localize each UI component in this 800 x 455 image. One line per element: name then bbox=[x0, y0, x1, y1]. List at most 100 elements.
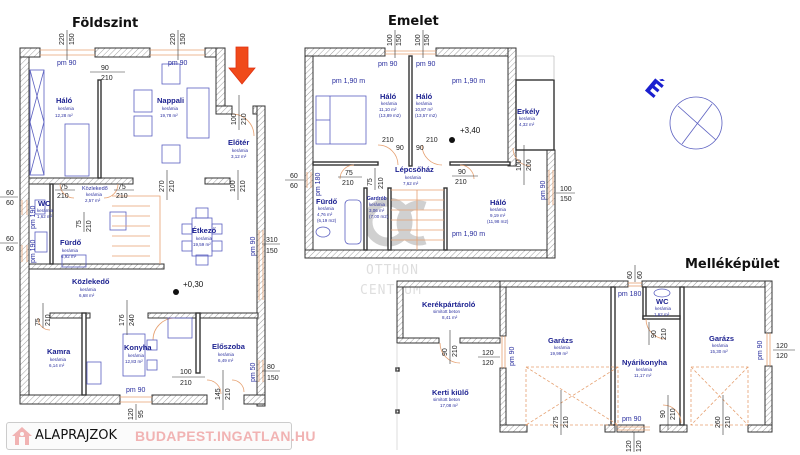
annex-room-kerti-kiulo: Kerti kiülő simított beton 17,08 m² bbox=[432, 388, 469, 408]
svg-text:kerámia: kerámia bbox=[50, 357, 67, 362]
svg-text:Konyha: Konyha bbox=[124, 343, 152, 352]
dim: 150 bbox=[424, 34, 431, 46]
dim: 200 bbox=[526, 159, 533, 171]
dim: pm 90 bbox=[168, 60, 188, 67]
dim: 100 bbox=[415, 34, 422, 46]
svg-text:simított beton: simított beton bbox=[433, 397, 461, 402]
annex-dimensions: 90 210 120 120 pm 90 275 210 60 60 pm 18… bbox=[442, 265, 795, 452]
svg-text:3,06 m²: 3,06 m² bbox=[369, 208, 385, 213]
upper-room-lepcsohaz: Lépcsőház kerámia 7,62 m² bbox=[395, 165, 434, 186]
upper-room-halo-1: Háló kerámia 11,10 m² (13,89 m2) bbox=[379, 92, 401, 118]
dim: 120 bbox=[776, 353, 788, 360]
svg-text:19,59 m²: 19,59 m² bbox=[193, 242, 211, 247]
dim: 90 bbox=[458, 169, 466, 176]
dim: 95 bbox=[138, 410, 145, 418]
svg-text:WC: WC bbox=[38, 199, 51, 208]
svg-text:kerámia: kerámia bbox=[655, 306, 672, 311]
dim: 210 bbox=[240, 180, 247, 192]
house-logo-icon bbox=[12, 427, 32, 445]
dim: 100 bbox=[516, 159, 523, 171]
ground-elevation-marker: +0,30 bbox=[173, 280, 204, 295]
dim: 120 bbox=[626, 440, 633, 452]
dim: 100 bbox=[387, 34, 394, 46]
dim: 100 bbox=[180, 369, 192, 376]
ground-room-kozlekedo-1: Közlekedő kerámia 2,57 m² bbox=[82, 186, 108, 203]
dim: 150 bbox=[267, 375, 279, 382]
upper-floor-walls bbox=[304, 47, 556, 259]
dim: pm 50 bbox=[250, 362, 257, 382]
dim: 100 bbox=[230, 180, 237, 192]
upper-dimensions: 100 150 pm 90 100 150 pm 90 pm 1,90 m pm… bbox=[285, 30, 575, 238]
dim: 176 bbox=[119, 314, 126, 326]
dim: 220 bbox=[59, 33, 66, 45]
dim: 75 bbox=[345, 170, 353, 177]
ground-room-eloter: Előtér kerámia 3,12 m² bbox=[228, 138, 249, 159]
dim: 60 bbox=[6, 246, 14, 253]
dim: 75 bbox=[367, 178, 374, 186]
dim: 210 bbox=[563, 416, 570, 428]
dim: 75 bbox=[76, 220, 83, 228]
dim: 210 bbox=[169, 180, 176, 192]
dim: 210 bbox=[342, 180, 354, 187]
svg-text:kerámia: kerámia bbox=[712, 343, 729, 348]
dim: 210 bbox=[378, 177, 385, 189]
svg-text:9,19 m²: 9,19 m² bbox=[490, 213, 506, 218]
svg-text:12,83 m²: 12,83 m² bbox=[125, 359, 143, 364]
ground-room-etkezo: Étkező kerámia 19,59 m² bbox=[192, 226, 217, 247]
upper-furniture bbox=[306, 50, 554, 250]
dim: pm 90 bbox=[540, 180, 547, 200]
ground-room-halo: Háló kerámia 12,28 m² bbox=[55, 96, 75, 118]
dim: 210 bbox=[241, 113, 248, 125]
dim: 60 bbox=[6, 236, 14, 243]
svg-text:6,49 m²: 6,49 m² bbox=[218, 358, 234, 363]
svg-text:Előtér: Előtér bbox=[228, 138, 249, 147]
level-title-ground: Földszint bbox=[72, 16, 138, 31]
svg-text:Közlekedő: Közlekedő bbox=[82, 186, 108, 192]
upper-room-gardrob: Gardrób kerámia 3,06 m² (7,00 m2) bbox=[367, 196, 389, 219]
dim: 210 bbox=[101, 75, 113, 82]
svg-text:Kerékpártároló: Kerékpártároló bbox=[422, 300, 476, 309]
dim: 100 bbox=[560, 186, 572, 193]
dim: 210 bbox=[382, 137, 394, 144]
dim: 145 bbox=[215, 388, 222, 400]
svg-text:2,57 m²: 2,57 m² bbox=[85, 198, 101, 203]
dim: 75 bbox=[60, 184, 68, 191]
svg-text:15,30 m²: 15,30 m² bbox=[710, 349, 728, 354]
dim: 150 bbox=[266, 248, 278, 255]
svg-text:6,68 m²: 6,68 m² bbox=[79, 293, 95, 298]
dim: 260 bbox=[715, 416, 722, 428]
svg-text:6,92 m²: 6,92 m² bbox=[61, 254, 77, 259]
dim: pm 190 bbox=[30, 206, 37, 229]
dim: 100 bbox=[231, 113, 238, 125]
dim: 210 bbox=[661, 328, 668, 340]
dim: pm 180 bbox=[315, 173, 322, 196]
svg-text:kerámia: kerámia bbox=[162, 106, 179, 111]
annex-room-wc: WC kerámia 1,62 m² bbox=[654, 297, 672, 317]
svg-text:8,41 m²: 8,41 m² bbox=[442, 315, 458, 320]
upper-room-furdo: Fürdő kerámia 4,76 m² (6,19 m2) bbox=[316, 197, 338, 223]
dim: pm 90 bbox=[378, 61, 398, 68]
ground-room-kozlekedo-2: Közlekedő kerámia 6,68 m² bbox=[72, 277, 110, 298]
ground-floor-walls bbox=[19, 47, 266, 407]
annex-room-nyarikonyha: Nyárikonyha kerámia 11,17 m² bbox=[622, 358, 668, 378]
svg-text:Kamra: Kamra bbox=[47, 347, 71, 356]
dim: 240 bbox=[129, 314, 136, 326]
dim: pm 90 bbox=[126, 387, 146, 394]
svg-text:Gardrób: Gardrób bbox=[367, 196, 387, 202]
dim: 210 bbox=[45, 314, 52, 326]
dim: 270 bbox=[159, 180, 166, 192]
level-title-upper: Emelet bbox=[388, 14, 439, 29]
svg-text:Erkély: Erkély bbox=[517, 107, 540, 116]
dim: 75 bbox=[35, 318, 42, 326]
svg-text:kerámia: kerámia bbox=[490, 207, 507, 212]
svg-text:Garázs: Garázs bbox=[709, 334, 734, 343]
dim: 60 bbox=[627, 271, 634, 279]
svg-text:kerámia: kerámia bbox=[318, 206, 335, 211]
svg-text:+3,40: +3,40 bbox=[460, 126, 481, 135]
watermark-line1: OTTHON bbox=[366, 263, 419, 278]
site-banner: ALAPRAJZOK BUDAPEST.INGATLAN.HU bbox=[6, 422, 315, 450]
upper-room-halo-3: Háló kerámia 9,19 m² (11,98 m2) bbox=[487, 198, 509, 224]
dim: 60 bbox=[6, 200, 14, 207]
svg-text:Fürdő: Fürdő bbox=[316, 197, 338, 206]
dim: 210 bbox=[452, 345, 459, 357]
